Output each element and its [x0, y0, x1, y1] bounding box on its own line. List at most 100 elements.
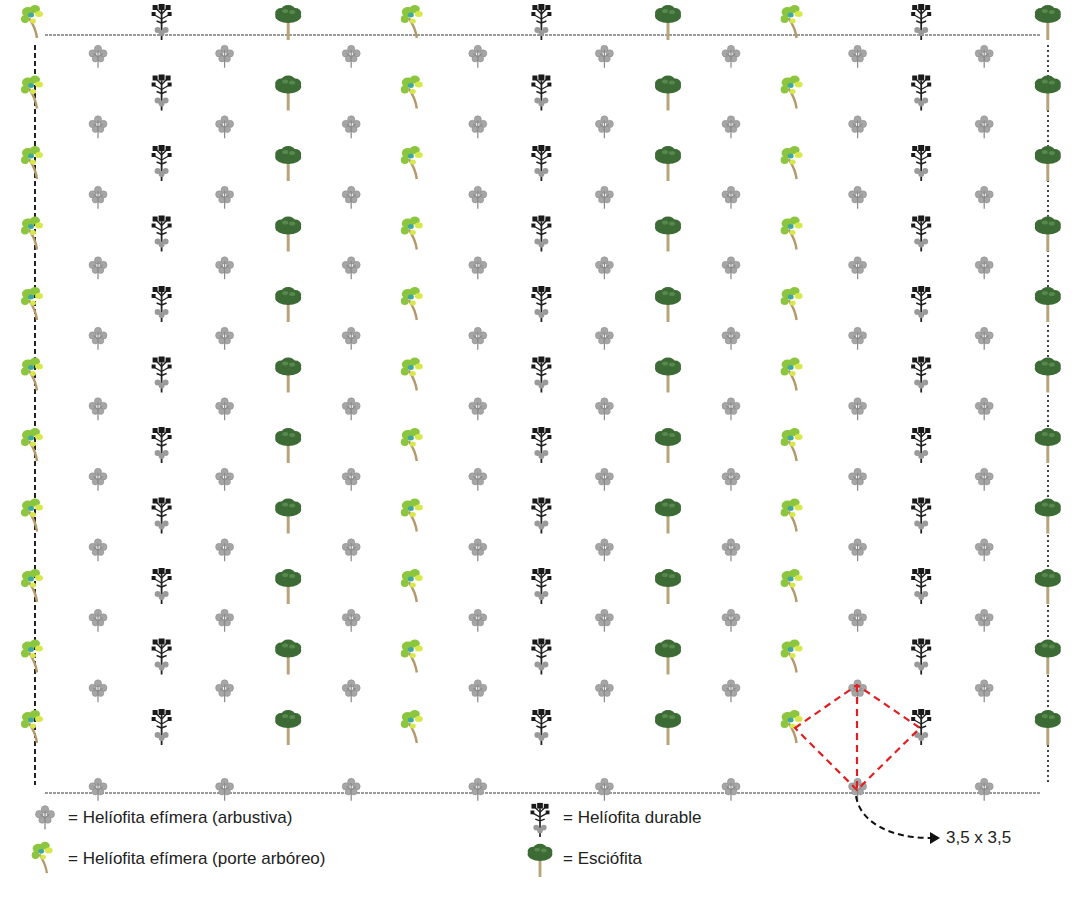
durable-icon: [911, 4, 931, 40]
pioneer-icon: [781, 217, 803, 250]
shade-icon: [655, 640, 681, 675]
shrub-icon: [849, 116, 867, 139]
shade-icon: [275, 499, 301, 534]
pioneer-icon: [21, 5, 43, 38]
shrub-icon: [849, 609, 867, 632]
shrub-icon: [342, 398, 360, 421]
shrub-icon: [469, 116, 487, 139]
pioneer-icon: [401, 5, 423, 38]
shrub-icon: [342, 778, 360, 801]
shade-icon: [1035, 710, 1061, 745]
shade-icon: [275, 428, 301, 463]
pioneer-icon: [21, 569, 43, 602]
shrub-icon: [975, 778, 993, 801]
shade-icon: [1035, 217, 1061, 252]
durable-icon: [152, 4, 172, 40]
shrub-icon: [469, 257, 487, 280]
pioneer-icon: [21, 76, 43, 109]
shrub-icon: [216, 116, 234, 139]
durable-icon: [152, 709, 172, 745]
shrub-icon: [595, 327, 613, 350]
shrub-icon: [342, 680, 360, 703]
legend-text: = Esciófita: [563, 849, 642, 869]
arrow-head: [930, 832, 940, 844]
shrub-icon: [849, 539, 867, 562]
pioneer-icon: [21, 287, 43, 320]
shrub-icon: [595, 45, 613, 68]
shrub-icon: [595, 778, 613, 801]
pioneer-icon: [781, 499, 803, 532]
shrub-icon: [595, 468, 613, 491]
shrub-icon: [469, 45, 487, 68]
shade-icon: [1035, 640, 1061, 675]
shade-icon: [1035, 428, 1061, 463]
shrub-icon: [469, 680, 487, 703]
pioneer-icon: [401, 76, 423, 109]
shade-icon: [655, 287, 681, 322]
durable-icon: [152, 568, 172, 604]
shade-icon: [275, 287, 301, 322]
shrub-icon: [595, 186, 613, 209]
shade-icon: [655, 146, 681, 181]
durable-icon: [911, 568, 931, 604]
pioneer-icon: [401, 428, 423, 461]
shade-icon: [1035, 569, 1061, 604]
shrub-icon: [89, 539, 107, 562]
shrub-icon: [722, 398, 740, 421]
spacing-label: 3,5 x 3,5: [946, 828, 1011, 848]
pioneer-icon: [21, 146, 43, 179]
shrub-icon: [469, 327, 487, 350]
durable-icon: [531, 216, 551, 252]
durable-icon: [531, 145, 551, 181]
shrub-icon: [722, 45, 740, 68]
shrub-icon: [975, 468, 993, 491]
pioneer-icon: [781, 358, 803, 391]
shade-icon: [1035, 287, 1061, 322]
durable-icon: [531, 357, 551, 393]
shrub-icon: [975, 539, 993, 562]
shrub-icon: [342, 186, 360, 209]
shrub-icon: [722, 680, 740, 703]
durable-icon: [531, 427, 551, 463]
durable-icon: [531, 709, 551, 745]
pioneer-icon: [21, 428, 43, 461]
shrub-icon: [722, 327, 740, 350]
pioneer-icon: [21, 217, 43, 250]
shrub-icon: [975, 680, 993, 703]
shade-icon: [655, 76, 681, 111]
shrub-icon: [469, 539, 487, 562]
durable-icon: [152, 427, 172, 463]
shrub-icon: [975, 609, 993, 632]
shrub-icon: [595, 680, 613, 703]
durable-icon: [531, 803, 550, 837]
shade-icon: [1035, 146, 1061, 181]
shrub-icon: [975, 116, 993, 139]
legend-text: = Helíofita efímera (porte arbóreo): [68, 849, 325, 869]
shrub-icon: [216, 186, 234, 209]
shrub-icon: [342, 539, 360, 562]
shade-icon: [528, 844, 553, 877]
shrub-icon: [216, 778, 234, 801]
shrub-icon: [469, 609, 487, 632]
shrub-icon: [849, 186, 867, 209]
pioneer-icon: [781, 287, 803, 320]
shrub-icon: [216, 257, 234, 280]
shrub-icon: [342, 45, 360, 68]
durable-icon: [152, 75, 172, 111]
shrub-icon: [342, 609, 360, 632]
shrub-icon: [342, 116, 360, 139]
durable-icon: [152, 357, 172, 393]
shade-icon: [275, 569, 301, 604]
shrub-icon: [595, 609, 613, 632]
durable-icon: [911, 709, 931, 745]
shade-icon: [275, 76, 301, 111]
shrub-icon: [975, 327, 993, 350]
pioneer-icon: [401, 287, 423, 320]
durable-icon: [911, 639, 931, 675]
pioneer-icon: [401, 358, 423, 391]
shade-icon: [655, 710, 681, 745]
durable-icon: [152, 145, 172, 181]
shade-icon: [655, 217, 681, 252]
shrub-icon: [89, 116, 107, 139]
